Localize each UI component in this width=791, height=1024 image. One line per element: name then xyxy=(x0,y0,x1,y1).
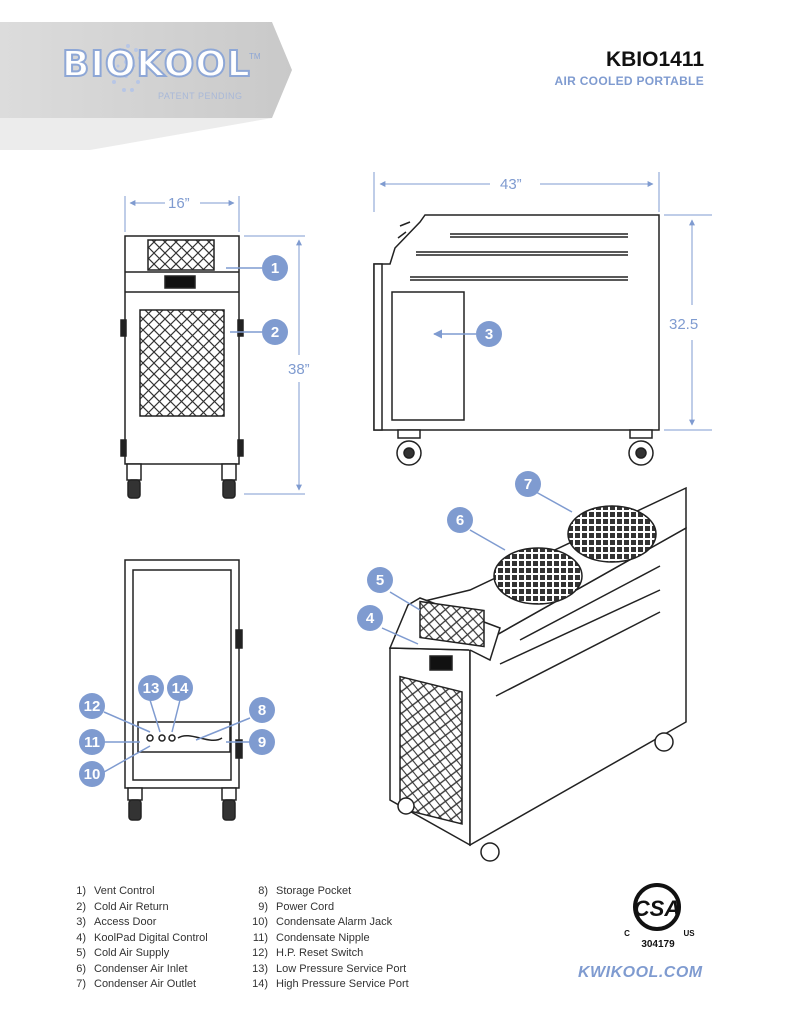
legend-item: 2)Cold Air Return xyxy=(76,900,169,913)
callout-8: 8 xyxy=(258,702,266,719)
length-dimension: 43” xyxy=(500,176,522,193)
trademark-mark: TM xyxy=(249,52,261,61)
callout-6: 6 xyxy=(456,512,464,529)
legend-column-1: 1)Vent Control 2)Cold Air Return 3)Acces… xyxy=(58,884,208,993)
front-view xyxy=(120,235,244,499)
legend-item: 12)H.P. Reset Switch xyxy=(252,947,364,959)
callout-2: 2 xyxy=(271,324,279,341)
callout-4: 4 xyxy=(366,610,375,627)
website-link[interactable]: KWIKOOL.COM xyxy=(578,964,703,981)
callout-14: 14 xyxy=(172,680,189,697)
callout-leaders xyxy=(103,267,573,773)
side-dimensions xyxy=(373,172,712,431)
csa-us-label: US xyxy=(683,929,695,938)
callout-13: 13 xyxy=(143,680,160,697)
certification-number: 304179 xyxy=(641,939,675,950)
width-dimension: 16” xyxy=(168,195,190,212)
callout-7: 7 xyxy=(524,476,532,493)
front-dimensions xyxy=(124,196,305,495)
brand-logo: BIOKOOL xyxy=(61,43,251,86)
legend-item: 4)KoolPad Digital Control xyxy=(76,931,208,944)
csa-certification-mark: CSA C US xyxy=(624,883,695,938)
legend-item: 9)Power Cord xyxy=(258,900,335,913)
legend-item: 14)High Pressure Service Port xyxy=(252,978,409,990)
callout-9: 9 xyxy=(258,734,266,751)
csa-c-label: C xyxy=(624,929,630,938)
legend-column-2: 8)Storage Pocket 9)Power Cord 10)Condens… xyxy=(244,884,409,993)
callout-10: 10 xyxy=(84,766,101,783)
legend-item: 7)Condenser Air Outlet xyxy=(76,978,197,990)
legend-item: 10)Condensate Alarm Jack xyxy=(252,916,393,928)
legend-item: 13)Low Pressure Service Port xyxy=(252,962,407,975)
side-height-dimension: 32.5 xyxy=(669,316,698,333)
callout-bubbles xyxy=(79,255,541,787)
model-number: KBIO1411 xyxy=(605,48,704,71)
legend-item: 5)Cold Air Supply xyxy=(76,947,170,959)
side-view xyxy=(373,214,660,466)
callout-1: 1 xyxy=(271,260,279,277)
isometric-view xyxy=(388,486,687,862)
callout-numbers: 1 2 3 4 5 6 7 8 9 10 11 12 13 14 xyxy=(84,260,533,783)
callout-3: 3 xyxy=(485,326,493,343)
patent-pending: PATENT PENDING xyxy=(158,91,243,101)
csa-text: CSA xyxy=(634,896,680,921)
legend-item: 1)Vent Control xyxy=(76,885,155,897)
callout-11: 11 xyxy=(84,734,100,751)
height-dimension: 38” xyxy=(288,361,310,378)
legend-item: 8)Storage Pocket xyxy=(258,885,352,897)
legend-item: 3)Access Door xyxy=(76,916,157,928)
header-banner xyxy=(0,22,292,150)
logo-dots xyxy=(108,44,144,92)
callout-5: 5 xyxy=(376,572,384,589)
callout-12: 12 xyxy=(84,698,101,715)
legend-item: 6)Condenser Air Inlet xyxy=(76,962,188,975)
model-subtitle: AIR COOLED PORTABLE xyxy=(554,74,704,88)
legend-item: 11)Condensate Nipple xyxy=(252,931,370,944)
